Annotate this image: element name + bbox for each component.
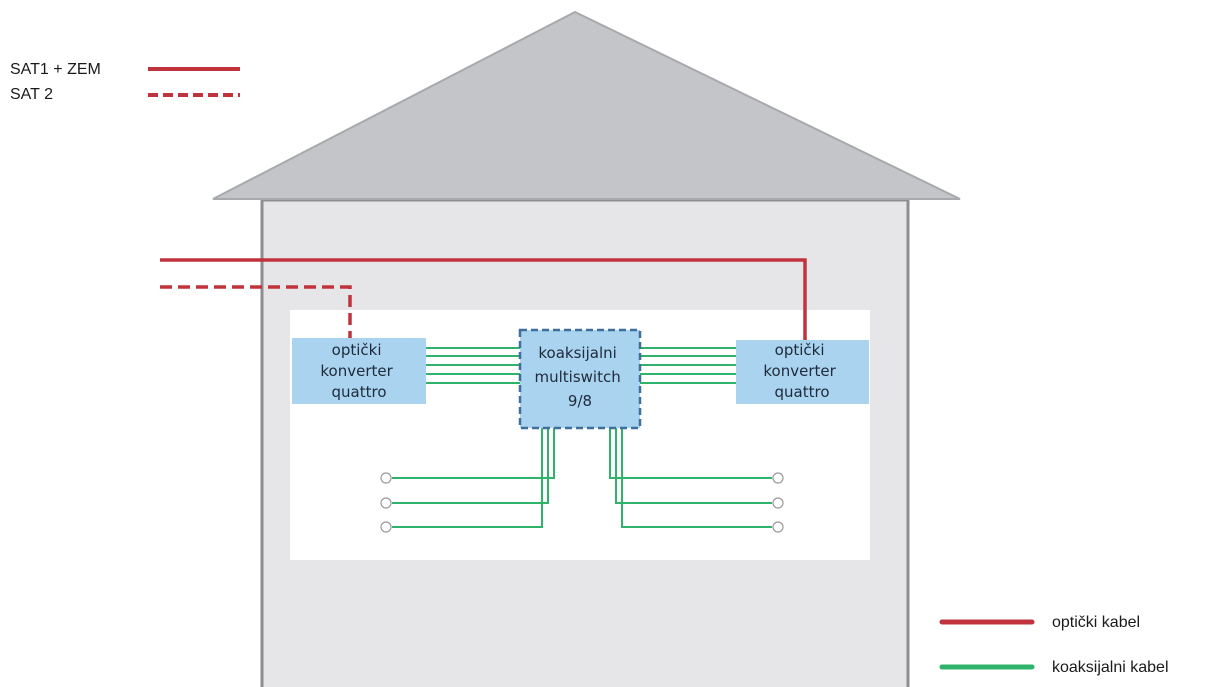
coax-link-left (426, 347, 520, 384)
optical-converter-right (736, 340, 869, 404)
converter-left-label: optički konverter quattro (320, 341, 397, 401)
tv-outlet-icon (772, 521, 784, 533)
optical-cable-sat1-zem (160, 258, 807, 340)
converter-right-label: optički konverter quattro (763, 341, 840, 401)
coax-multiswitch (518, 328, 642, 430)
tv-outlet-icon (380, 497, 392, 509)
multiswitch-label: koaksijalni multiswitch 9/8 (534, 344, 625, 410)
optical-cable-sat2 (160, 285, 352, 340)
coax-link-right (640, 347, 736, 384)
tv-outlets-right (772, 472, 784, 533)
legend-optical-label: optički kabel (1052, 614, 1140, 631)
house-roof (212, 10, 961, 200)
tv-outlet-icon (772, 472, 784, 484)
tv-outlet-icon (772, 497, 784, 509)
tv-outlets-left (380, 472, 392, 533)
legend-sat2-label: SAT 2 (10, 86, 53, 103)
tv-outlet-icon (380, 521, 392, 533)
coax-outputs-left (392, 428, 555, 528)
optical-converter-left (292, 338, 426, 404)
legend-sat1-zem-label: SAT1 + ZEM (10, 61, 101, 78)
coax-outputs-right (609, 428, 772, 528)
legend-sat: SAT1 + ZEM SAT 2 (10, 61, 240, 103)
legend-cables: optički kabel koaksijalni kabel (939, 614, 1169, 676)
tv-outlet-icon (380, 472, 392, 484)
legend-coax-label: koaksijalni kabel (1052, 659, 1169, 676)
